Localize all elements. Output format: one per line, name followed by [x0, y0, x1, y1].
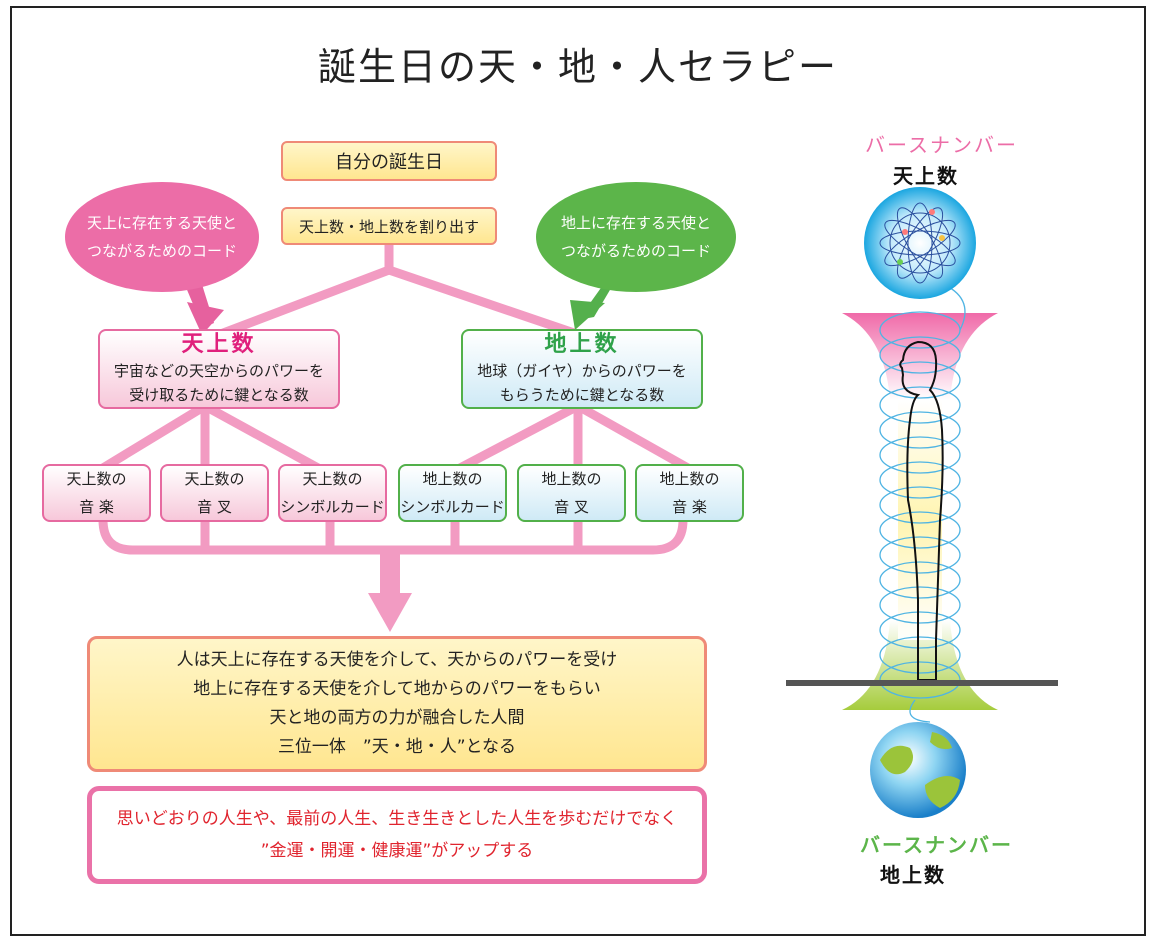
heaven-music-box: 天上数の 音 楽 [42, 464, 151, 522]
earth-desc-line-2: もらうために鍵となる数 [499, 386, 665, 404]
earth-music-box: 地上数の 音 楽 [635, 464, 744, 522]
down-arrow-shaft [380, 553, 400, 593]
earth-bubble-line-2: つながるためのコード [560, 242, 711, 260]
heaven-number-label: 天上数 [893, 164, 959, 188]
leaf-line-2: シンボルカード [400, 498, 505, 516]
human-figure [899, 340, 944, 681]
ground-line [786, 680, 1058, 686]
earth-number-label: 地上数 [880, 863, 946, 887]
summary-line-4: 三位一体 ”天・地・人”となる [277, 737, 517, 757]
universe-sphere [864, 187, 976, 299]
heaven-tuning-fork-box: 天上数の 音 叉 [160, 464, 269, 522]
heaven-bubble-line-1: 天上に存在する天使と [86, 214, 237, 232]
summary-line-2: 地上に存在する天使を介して地からのパワーをもらい [193, 679, 601, 699]
birthday-box: 自分の誕生日 [281, 141, 497, 181]
result-line-1: 思いどおりの人生や、最前の人生、生き生きとした人生を歩むだけでなく [116, 809, 678, 829]
leaf-line-2: 音 叉 [554, 498, 589, 516]
page-title: 誕生日の天・地・人セラピー [317, 45, 838, 89]
earth-desc-line-1: 地球（ガイヤ）からのパワーを [477, 362, 687, 380]
heaven-desc-line-1: 宇宙などの天空からのパワーを [113, 362, 324, 380]
heaven-desc-line-2: 受け取るために鍵となる数 [129, 386, 309, 404]
heaven-number-box: 天上数 宇宙などの天空からのパワーを 受け取るために鍵となる数 [98, 329, 340, 409]
earth-bubble-line-1: 地上に存在する天使と [560, 214, 711, 232]
connector-lines [98, 244, 691, 555]
heaven-bubble-line-2: つながるためのコード [86, 242, 237, 260]
summary-box: 人は天上に存在する天使を介して、天からのパワーを受け 地上に存在する天使を介して… [87, 636, 707, 772]
earth-funnel [842, 620, 998, 710]
heaven-code-bubble: 天上に存在する天使と つながるためのコード [65, 182, 259, 292]
earth-globe [870, 722, 966, 818]
leaf-line-2: 音 叉 [197, 498, 232, 516]
top-birth-number-label: バースナンバー [865, 133, 1018, 157]
leaf-line-1: 地上数の [541, 470, 602, 488]
leaf-line-1: 地上数の [659, 470, 720, 488]
leaf-line-2: 音 楽 [79, 498, 114, 516]
earth-tuning-fork-box: 地上数の 音 叉 [517, 464, 626, 522]
result-box: 思いどおりの人生や、最前の人生、生き生きとした人生を歩むだけでなく ”金運・開運… [87, 786, 707, 884]
earth-symbol-card-box: 地上数の シンボルカード [398, 464, 507, 522]
down-arrow-head [368, 593, 412, 632]
bottom-birth-number-label: バースナンバー [860, 833, 1013, 857]
leaf-line-1: 天上数の [184, 470, 245, 488]
calc-box: 天上数・地上数を割り出す [281, 207, 497, 245]
heaven-number-heading: 天上数 [181, 332, 257, 357]
leaf-line-1: 地上数の [422, 470, 483, 488]
earth-code-bubble: 地上に存在する天使と つながるためのコード [536, 182, 736, 292]
result-line-2: ”金運・開運・健康運”がアップする [260, 841, 534, 861]
summary-line-3: 天と地の両方の力が融合した人間 [269, 708, 525, 728]
leaf-line-2: シンボルカード [280, 498, 385, 516]
heaven-symbol-card-box: 天上数の シンボルカード [278, 464, 387, 522]
summary-line-1: 人は天上に存在する天使を介して、天からのパワーを受け [176, 650, 618, 670]
leaf-line-1: 天上数の [302, 470, 363, 488]
earth-number-heading: 地上数 [544, 332, 620, 357]
leaf-line-1: 天上数の [66, 470, 127, 488]
earth-number-box: 地上数 地球（ガイヤ）からのパワーを もらうために鍵となる数 [461, 329, 703, 409]
leaf-line-2: 音 楽 [672, 498, 707, 516]
